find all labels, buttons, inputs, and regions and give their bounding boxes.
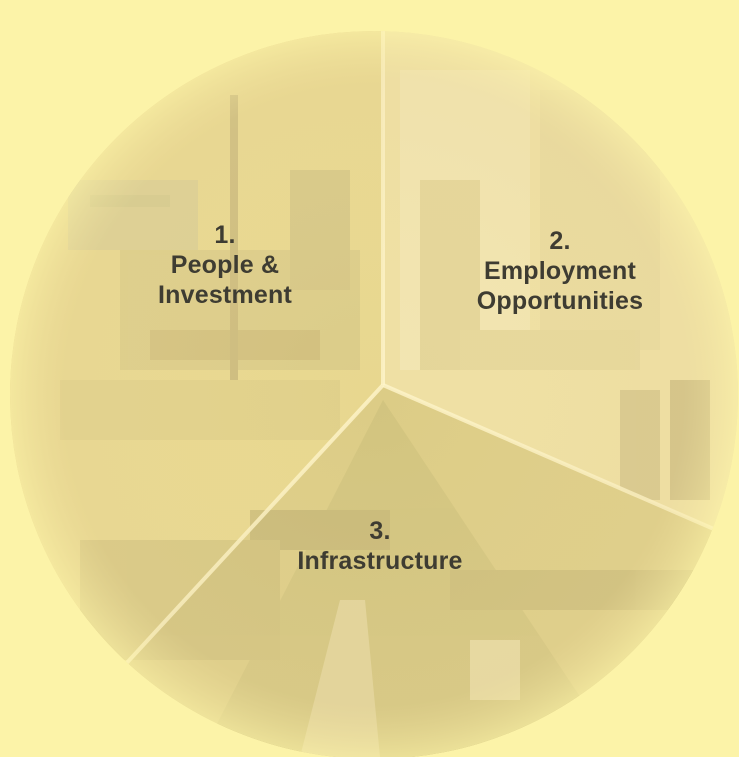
segment-number: 3. — [369, 517, 391, 545]
segment-title-line1: Employment — [483, 257, 637, 285]
segment-label-employment-opportunities: 2. Employment Opportunities — [440, 226, 680, 316]
segment-title-line2: Investment — [158, 281, 292, 309]
segment-title-line1: Infrastructure — [297, 547, 463, 575]
segment-number: 1. — [214, 221, 236, 249]
segment-label-people-investment: 1. People & Investment — [110, 220, 340, 310]
segment-number: 2. — [549, 227, 571, 255]
segment-title-line1: People & — [170, 251, 280, 279]
segment-title-line2: Opportunities — [476, 287, 644, 315]
segment-label-infrastructure: 3. Infrastructure — [260, 516, 500, 576]
